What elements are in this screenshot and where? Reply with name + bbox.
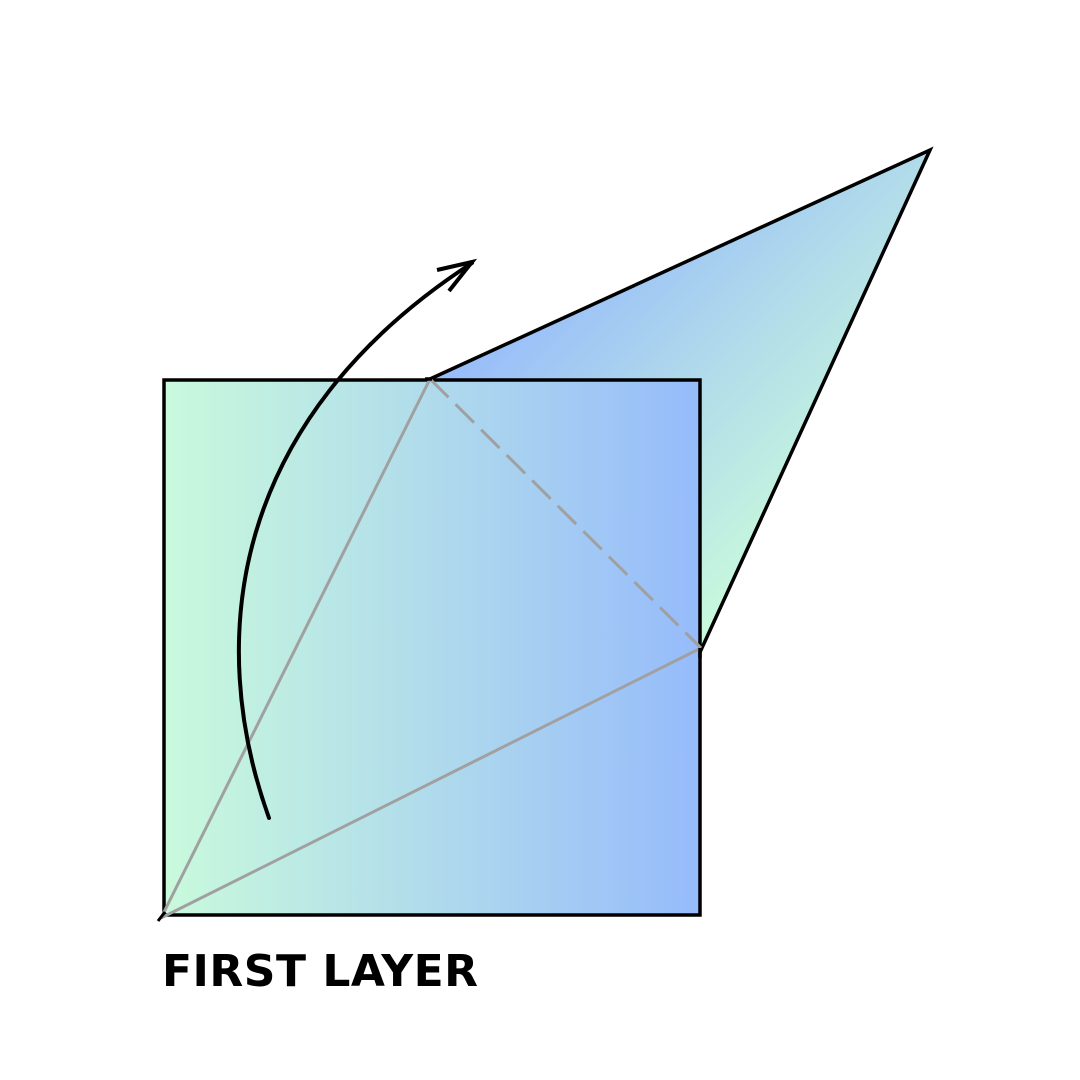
crease-line-bottom bbox=[160, 646, 702, 920]
corner-tip bbox=[156, 911, 167, 922]
diagram-caption: FIRST LAYER bbox=[162, 946, 479, 997]
fold-line-dashed bbox=[428, 377, 703, 650]
curved-arrow-icon bbox=[236, 258, 478, 820]
crease-line-left bbox=[159, 378, 432, 919]
paper-square bbox=[162, 378, 702, 917]
